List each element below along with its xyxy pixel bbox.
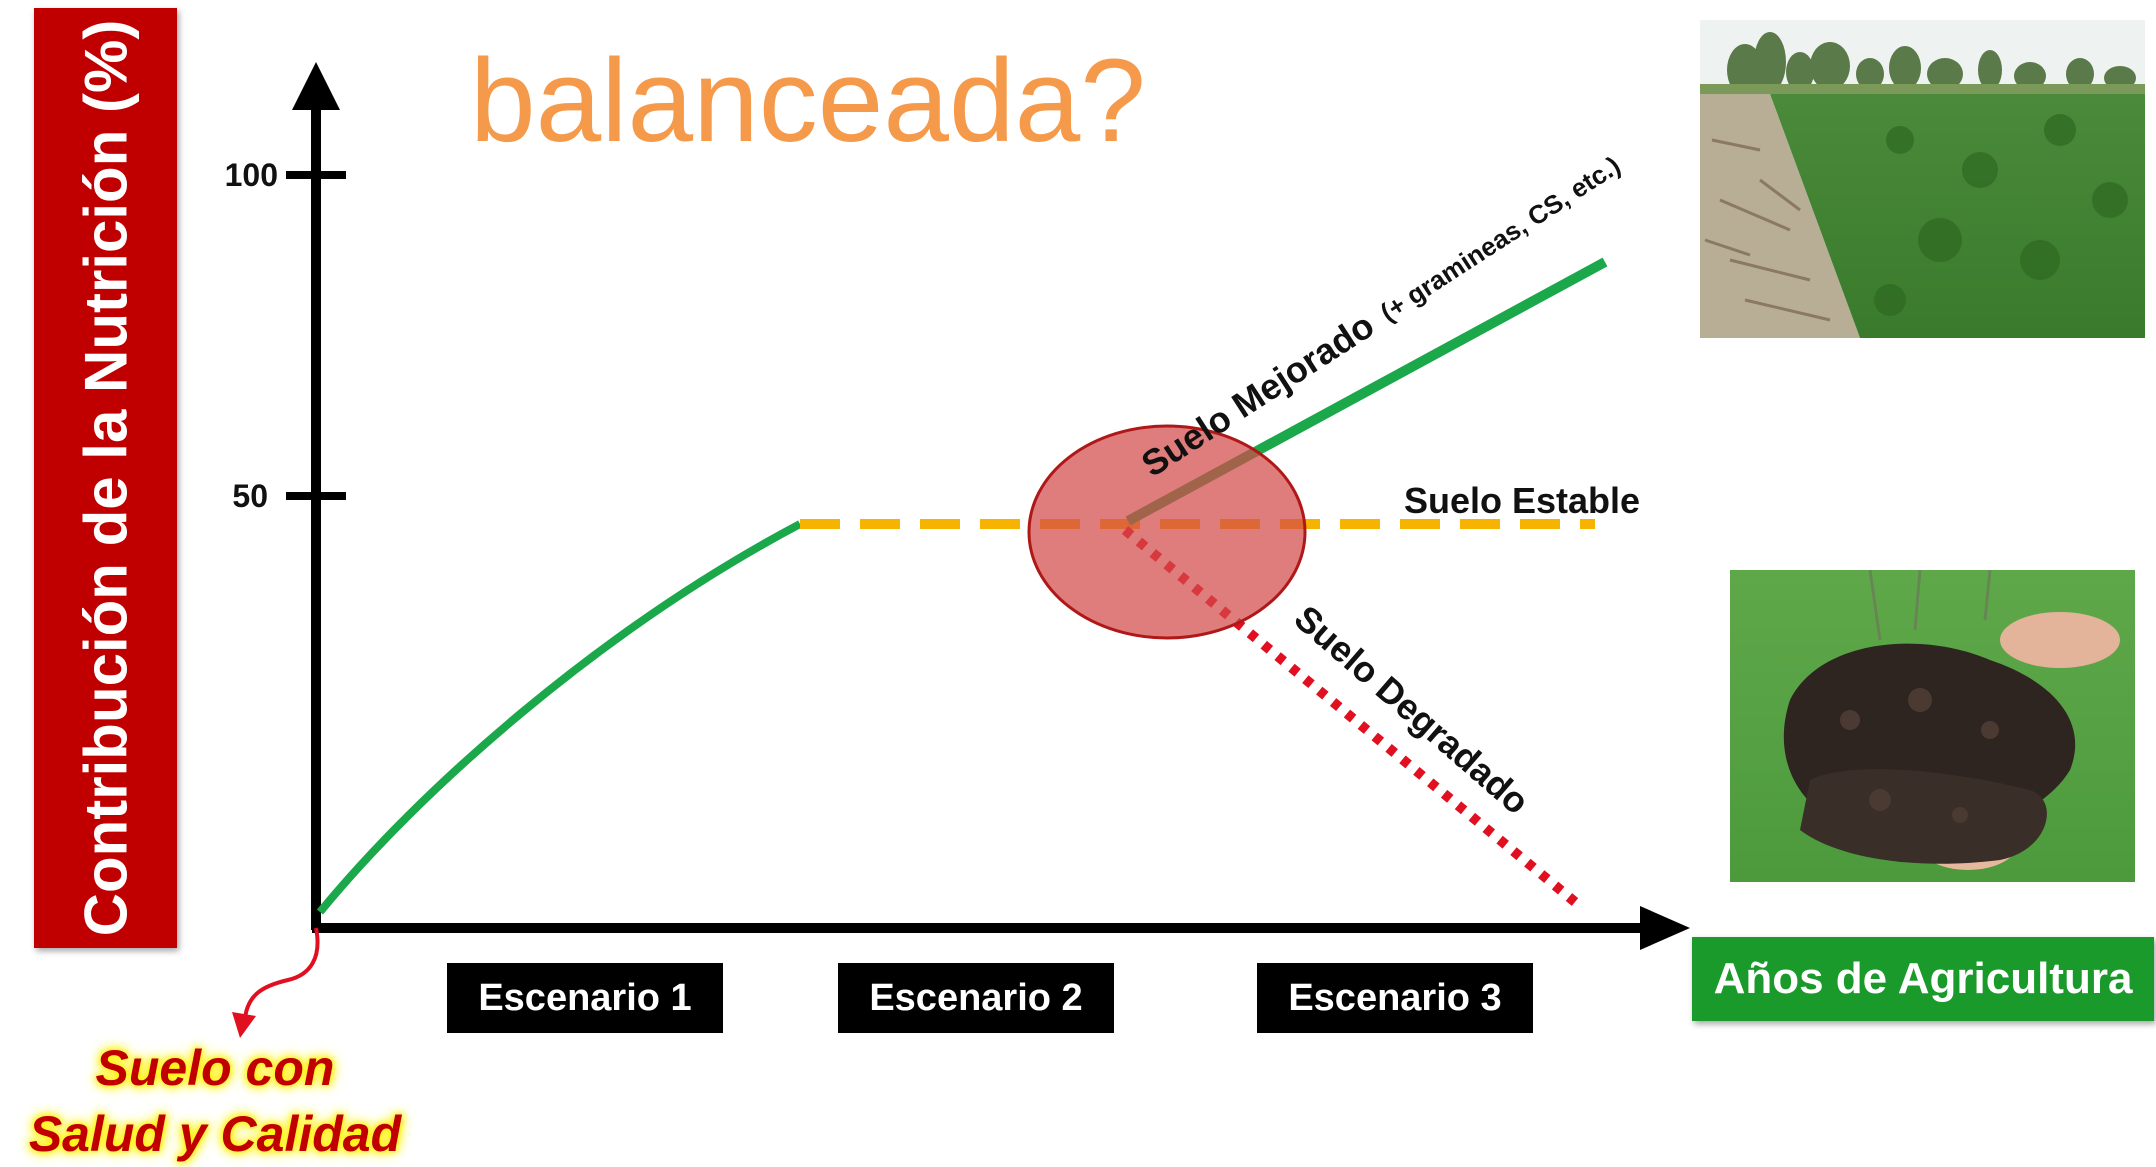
field-photo (1700, 20, 2145, 338)
origin-note-line2: Salud y Calidad (28, 1106, 402, 1162)
improved-soil-label: Suelo Mejorado (+ gramineas, CS, etc.) (1134, 144, 1628, 485)
y-tick-label-50: 50 (232, 478, 268, 514)
initial-growth-curve (316, 520, 802, 915)
scenario-3-label: Escenario 3 (1257, 963, 1533, 1033)
transition-highlight-circle (1027, 424, 1307, 640)
origin-pointer-arrow (243, 927, 320, 1019)
x-axis-label: Años de Agricultura (1692, 937, 2154, 1021)
origin-note-line1: Suelo con (95, 1040, 335, 1096)
y-axis-arrow (292, 62, 340, 110)
stable-soil-label: Suelo Estable (1404, 480, 1640, 521)
origin-pointer-arrowhead (232, 1012, 256, 1038)
y-tick-label-100: 100 (225, 157, 278, 193)
soil-sample-photo (1730, 569, 2135, 882)
improved-soil-label-sub: (+ gramineas, CS, etc.) (1375, 150, 1626, 327)
page-title: balanceada? (470, 35, 1146, 167)
scenario-2-label: Escenario 2 (838, 963, 1114, 1033)
origin-note: Suelo con Salud y Calidad (0, 1035, 430, 1167)
degraded-soil-label: Suelo Degradado (1287, 597, 1537, 822)
scenario-1-label: Escenario 1 (447, 963, 723, 1033)
y-axis-label-box: Contribución de la Nutrición (%) (34, 8, 177, 948)
x-axis-arrow (1640, 906, 1690, 950)
